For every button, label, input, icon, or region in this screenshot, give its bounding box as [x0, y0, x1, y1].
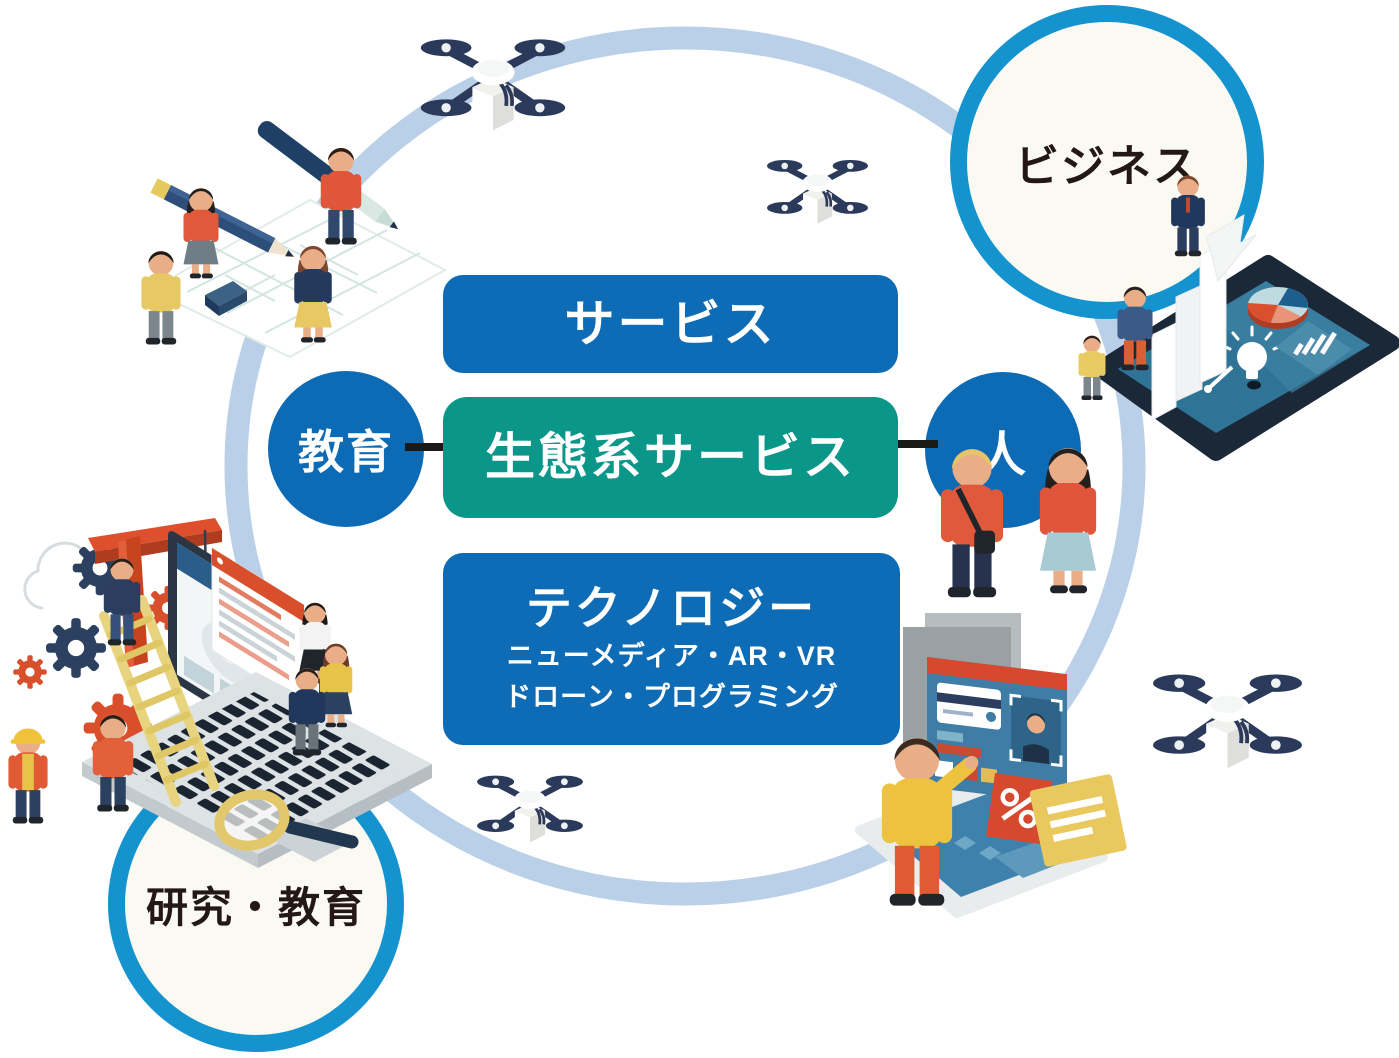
coupon-card-icon: [1029, 774, 1127, 867]
center-box-technology: テクノロジー ニューメディア・AR・VR ドローン・プログラミング: [443, 553, 900, 745]
worker-figure: [8, 728, 48, 824]
boy-figure: [1078, 335, 1106, 400]
laptop-keyboard: [82, 672, 432, 868]
planner-figure: [141, 250, 181, 345]
node-business-label: ビジネス: [1015, 142, 1199, 191]
node-education: 教育: [268, 371, 424, 527]
face-recognition-icon: [1009, 693, 1063, 768]
center-box-service-label: サービス: [564, 295, 777, 352]
ladder-icon: [99, 595, 219, 807]
shopper-figure: [1039, 448, 1097, 594]
planning-team-illustration: [141, 121, 448, 359]
center-box-service: サービス: [443, 275, 898, 373]
center-box-technology-label: テクノロジー: [525, 581, 818, 634]
shopper-figure: [940, 448, 1004, 598]
node-education-label: 教育: [298, 426, 394, 478]
center-box-ecosystem-label: 生態系サービス: [485, 429, 856, 485]
pie-chart-icon: [1247, 287, 1308, 329]
webpage-card: [211, 547, 305, 708]
ecommerce-smartphone-illustration: [855, 613, 1127, 918]
businessman-figure: [1171, 175, 1205, 257]
web-development-illustration: [8, 518, 432, 868]
shoppers-illustration: [940, 448, 1097, 598]
connector-ecosystem-people: [893, 440, 938, 448]
shopper-figure: [881, 737, 979, 906]
lightbulb-icon: [1204, 325, 1283, 393]
business-analytics-illustration: [1078, 175, 1399, 461]
eraser-icon: [205, 281, 247, 316]
delivery-drone-icon: [475, 765, 585, 848]
connector-education-ecosystem: [405, 443, 450, 451]
center-box-technology-subline: ドローン・プログラミング: [504, 682, 839, 713]
growth-bars: [1151, 214, 1257, 421]
magnifier-icon: [214, 789, 359, 851]
node-research-education-label: 研究・教育: [145, 883, 366, 931]
delivery-drone-icon: [765, 150, 870, 229]
bar-chart-panel: [1276, 321, 1352, 375]
delivery-drone-icon: [1150, 660, 1305, 776]
center-box-technology-subline: ニューメディア・AR・VR: [506, 641, 837, 672]
center-box-ecosystem: 生態系サービス: [443, 397, 898, 518]
